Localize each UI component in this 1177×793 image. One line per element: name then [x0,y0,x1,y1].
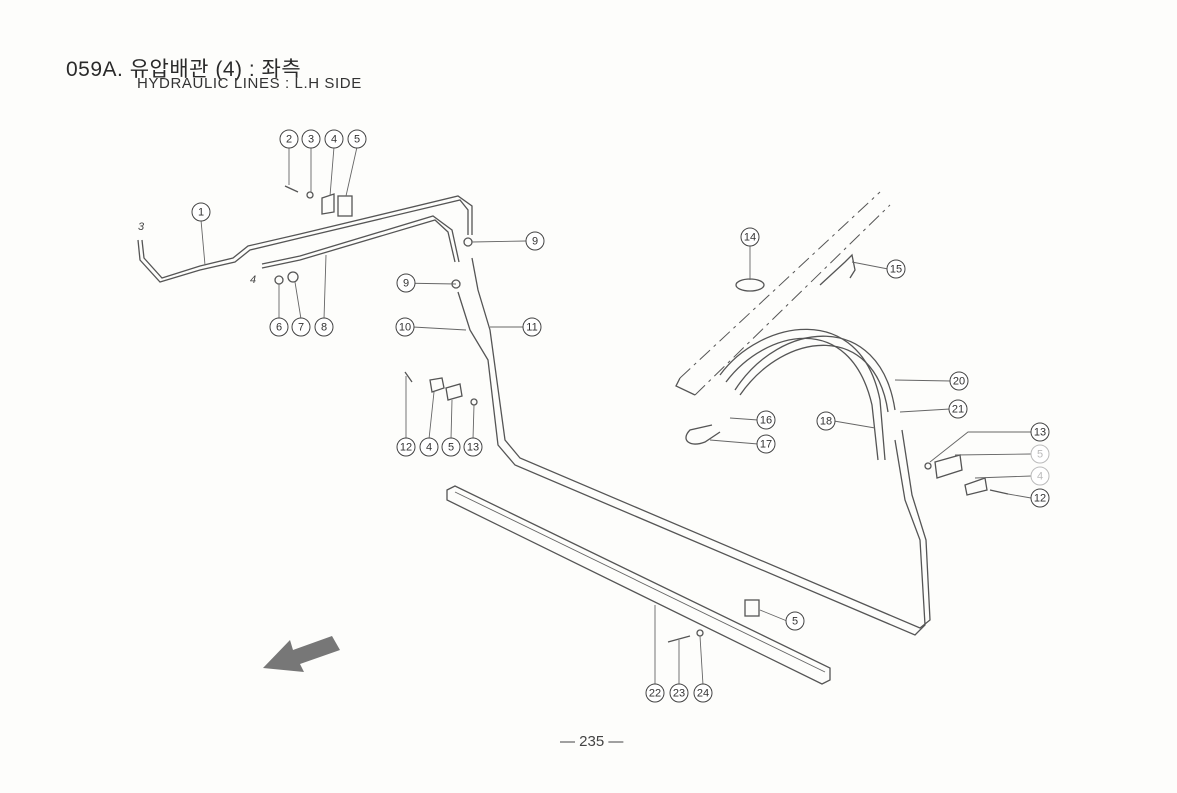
callout-part-5: 5 [441,437,461,457]
callout-number: 12 [400,442,412,454]
callout-number: 4 [1037,471,1043,483]
bolt-23 [667,635,691,643]
callout-number: 10 [399,322,411,334]
callout-part-12: 12 [396,437,416,457]
callout-part-3: 3 [301,129,321,149]
callout-number: 4 [426,442,432,454]
small-label-4: 4 [250,274,256,286]
callout-number: 5 [792,616,798,628]
callout-part-13: 13 [1030,422,1050,442]
callout-part-4: 4 [419,437,439,457]
bolt-2 [284,185,299,193]
callout-part-9: 9 [396,273,416,293]
callout-part-16: 16 [756,410,776,430]
nut-7 [287,271,299,283]
callout-part-10: 10 [395,317,415,337]
pipe-1 [137,199,469,283]
callout-number: 5 [354,134,360,146]
clamp-5-top [337,195,353,217]
callout-part-1: 1 [191,202,211,222]
callout-part-20: 20 [949,371,969,391]
callout-part-24: 24 [693,683,713,703]
callout-part-4: 4 [324,129,344,149]
callout-part-9: 9 [525,231,545,251]
pipe-10 [457,291,926,636]
clamp-14 [735,278,765,292]
nut-9a [463,237,473,247]
callout-part-21: 21 [948,399,968,419]
small-label-3: 3 [138,221,145,233]
callout-number: 6 [276,322,282,334]
callout-part-2: 2 [279,129,299,149]
callout-part-18: 18 [816,411,836,431]
callout-number: 11 [526,322,537,334]
channel-bar-22 [446,485,831,685]
callout-part-17: 17 [756,434,776,454]
callout-number: 13 [1034,427,1046,439]
hose-15 [819,253,856,286]
callout-part-14: 14 [740,227,760,247]
callout-number: 3 [308,134,314,146]
callout-number: 18 [820,416,832,428]
callout-number: 9 [532,236,538,248]
callout-part-12: 12 [1030,488,1050,508]
callout-number: 5 [448,442,454,454]
page-number: — 235 — [560,733,624,750]
callout-part-8: 8 [314,317,334,337]
clamp-group-right [934,454,1009,496]
hose-17 [685,424,721,445]
callout-number: 23 [673,688,685,700]
callout-number: 22 [649,688,661,700]
clamp-5-bottom [744,599,760,617]
direction-arrow [263,636,340,672]
callout-number: 2 [286,134,292,146]
callout-number: 8 [321,322,327,334]
callout-part-13: 13 [463,437,483,457]
callout-part-6: 6 [269,317,289,337]
leader-lines [200,146,1032,686]
cylinder [679,191,891,396]
callout-number: 14 [744,232,756,244]
callout-part-23: 23 [669,683,689,703]
callout-number: 7 [298,322,304,334]
callout-part-7: 7 [291,317,311,337]
callout-part-11: 11 [522,317,542,337]
callout-number: 16 [760,415,772,427]
plate-4-top [321,193,335,215]
callout-part-5: 5 [1030,444,1050,464]
callout-part-22: 22 [645,683,665,703]
callout-number: 1 [198,207,204,219]
pipe-8 [261,219,456,269]
pipe-11 [471,257,931,629]
callout-number: 12 [1034,493,1046,505]
page-subtitle: HYDRAULIC LINES : L.H SIDE [137,75,362,92]
page-title: 059A. 유압배관 (4) : 좌측 [66,58,302,81]
callout-number: 24 [697,688,709,700]
callout-part-5: 5 [347,129,367,149]
clamp-group-middle [404,371,463,401]
callout-part-15: 15 [886,259,906,279]
washer-24 [696,629,704,637]
callout-number: 5 [1037,449,1043,461]
callout-number: 13 [467,442,479,454]
callout-number: 17 [760,439,772,451]
callout-number: 9 [403,278,409,290]
hose-20 [734,335,896,411]
washer-3 [306,191,314,199]
callout-number: 21 [952,404,964,416]
callout-part-4: 4 [1030,466,1050,486]
callout-number: 4 [331,134,337,146]
callout-number: 20 [953,376,965,388]
callout-part-5: 5 [785,611,805,631]
callout-number: 15 [890,264,902,276]
hose-18 [719,328,886,461]
nut-6 [274,275,284,285]
